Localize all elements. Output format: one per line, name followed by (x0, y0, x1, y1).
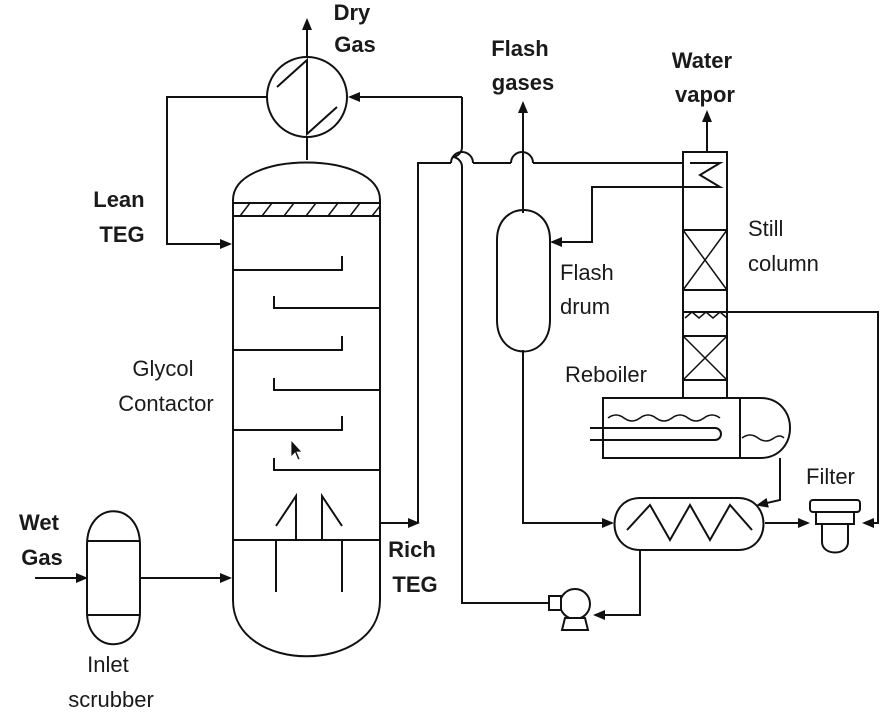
glycol-contactor-label: Glycol Contactor (118, 356, 213, 416)
glycol-contactor-vessel (232, 161, 381, 658)
rich-teg-line (380, 151, 690, 528)
rich-teg-label: Rich TEG (388, 537, 442, 597)
inlet-scrubber (35, 510, 232, 646)
mouse-pointer-icon (290, 438, 303, 461)
lean-teg-line (166, 96, 267, 249)
water-vapor-label: Water vapor (672, 48, 738, 107)
dry-gas-label: Dry Gas (334, 0, 377, 57)
flash-gases-label: Flash gases (491, 36, 555, 95)
flash-drum-label: Flash drum (560, 260, 620, 319)
lean-teg-label: Lean TEG (93, 187, 150, 247)
filter (809, 499, 861, 554)
mist-eliminator-hatch (239, 202, 381, 217)
gas-glycol-exchanger (266, 18, 348, 160)
lean-rich-exchanger (593, 458, 810, 620)
reboiler-label: Reboiler (565, 362, 647, 387)
filter-label: Filter (806, 464, 855, 489)
wet-gas-label: Wet Gas (19, 510, 65, 570)
still-column (682, 110, 728, 401)
glycol-pump (548, 588, 591, 631)
reboiler (590, 311, 879, 528)
gas-inlet-distributor (233, 492, 380, 592)
contactor-trays (233, 256, 380, 471)
still-column-label: Still column (748, 216, 819, 276)
flash-drum (496, 101, 614, 528)
inlet-scrubber-label: Inlet scrubber (68, 652, 154, 712)
coil-to-flash-drum-line (550, 186, 690, 247)
